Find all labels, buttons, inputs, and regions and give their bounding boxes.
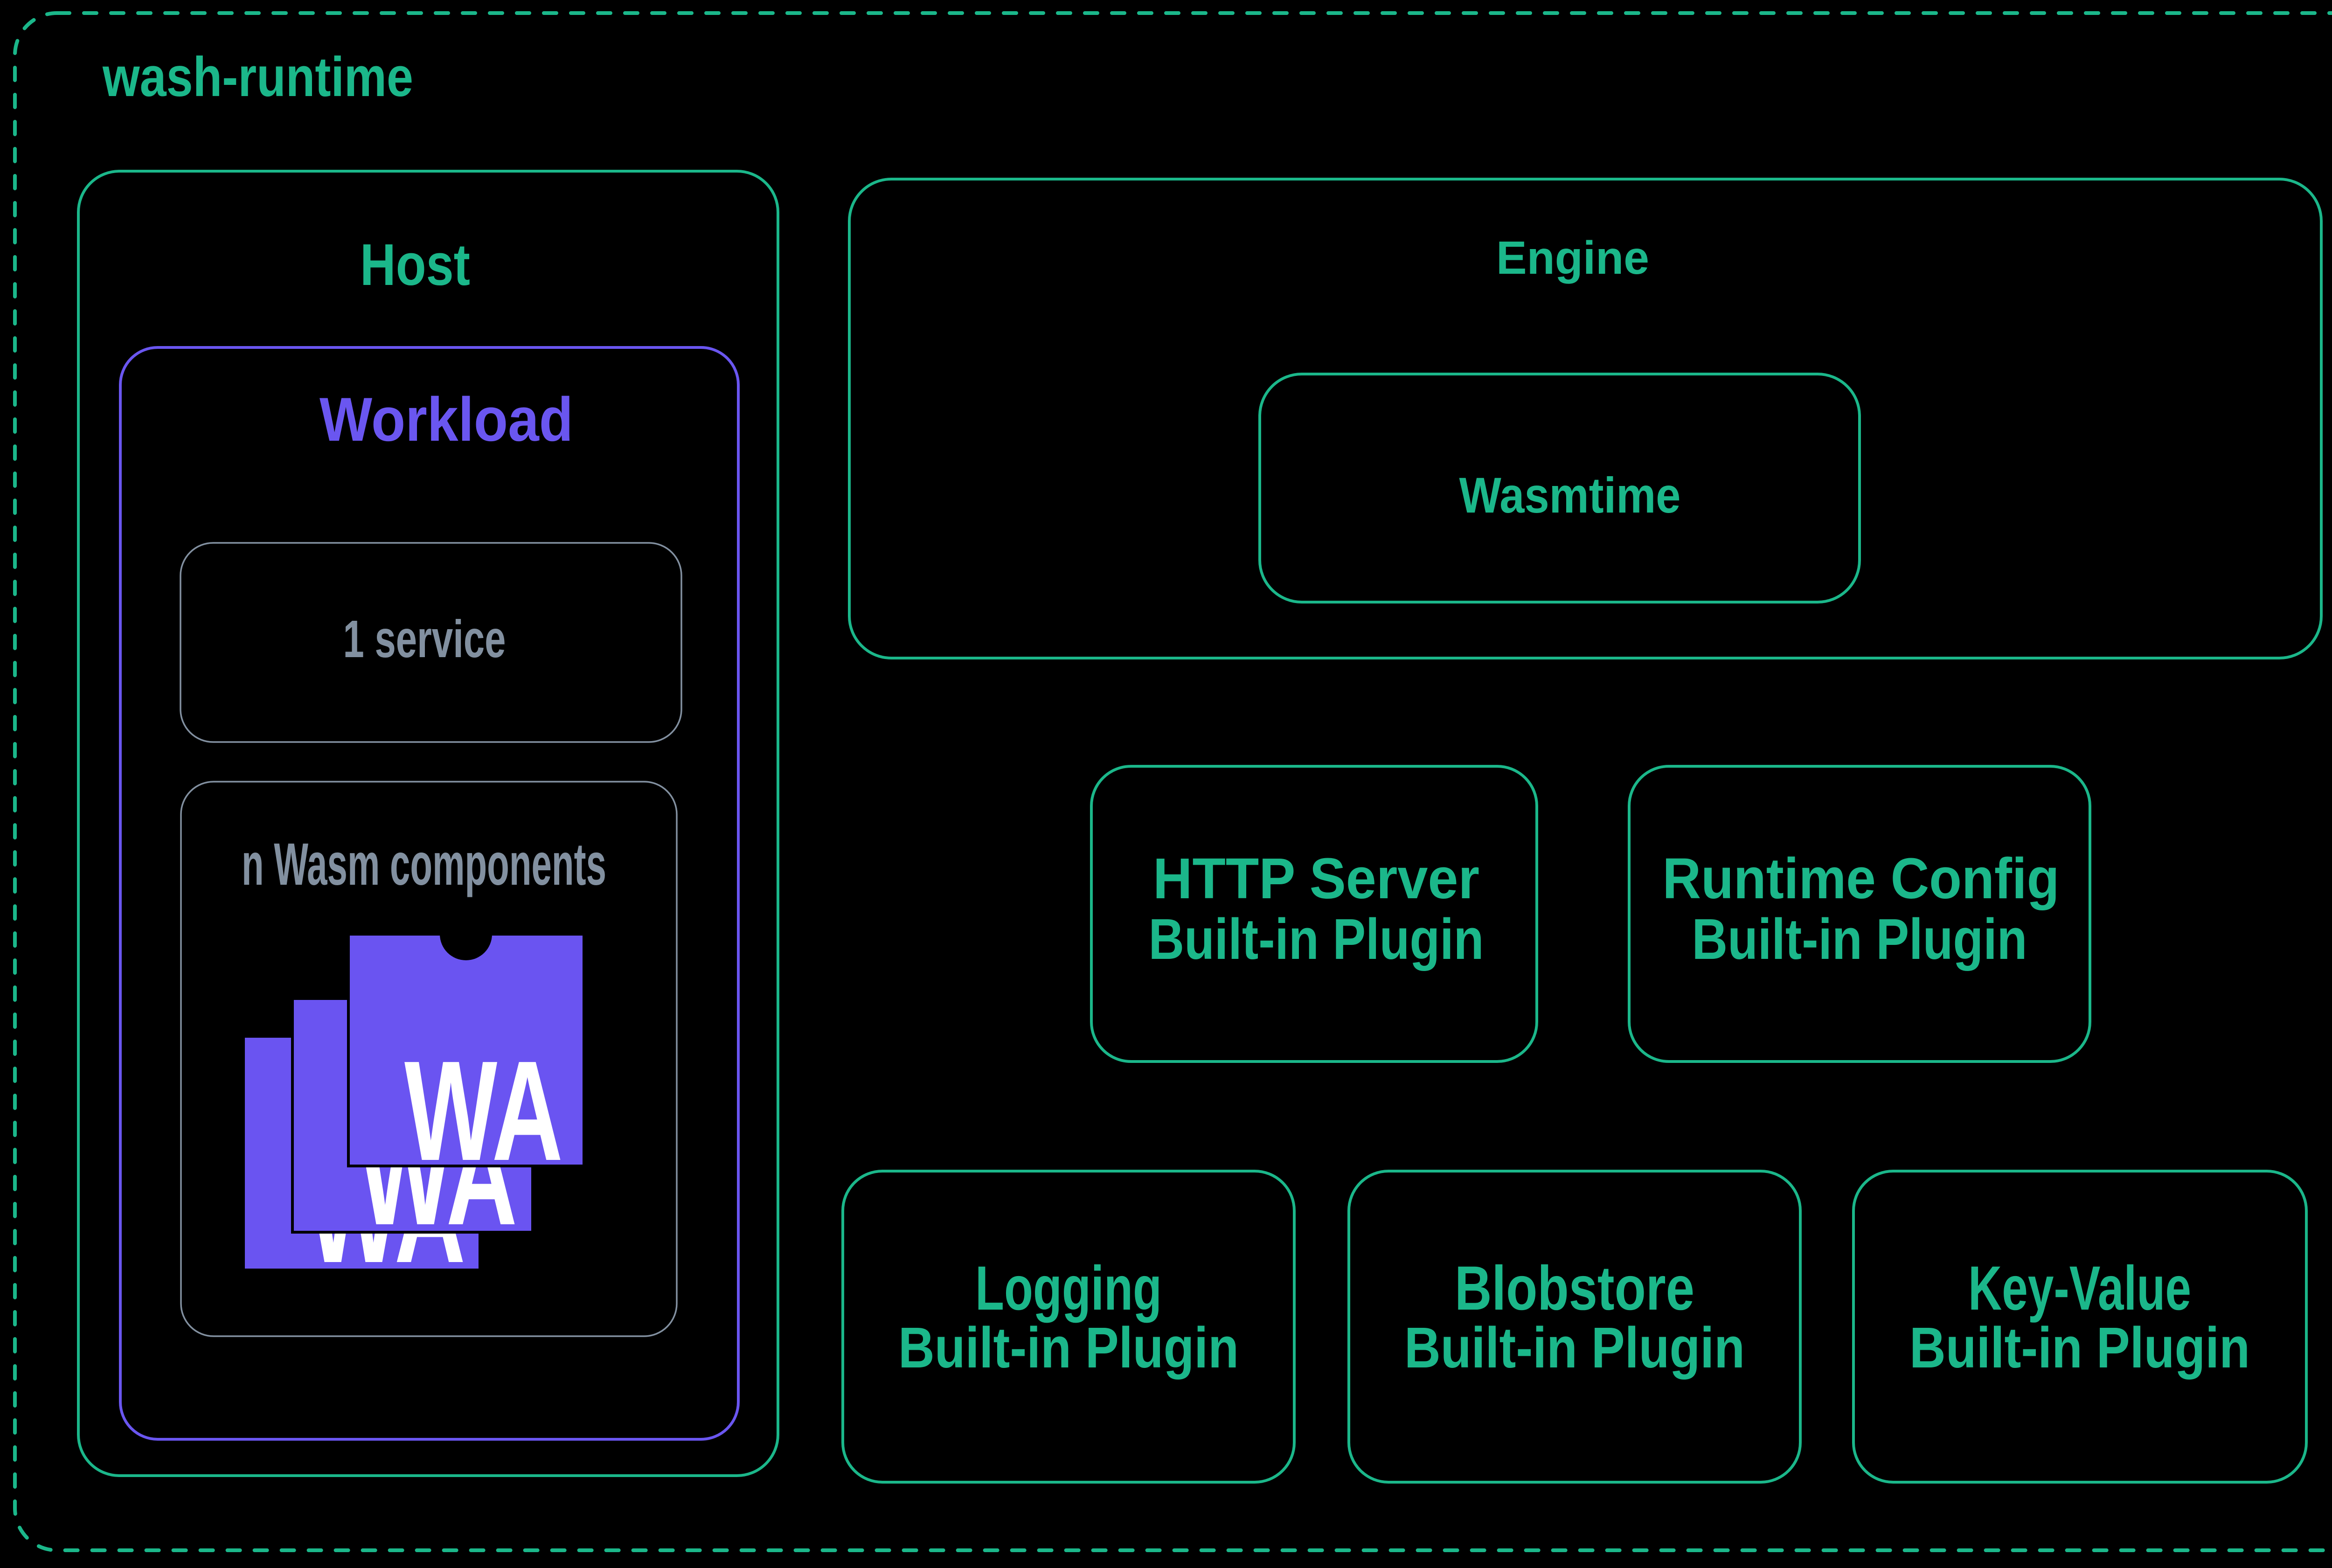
- svg-text:1 service: 1 service: [343, 610, 506, 668]
- svg-text:Built-in Plugin: Built-in Plugin: [1149, 908, 1484, 971]
- svg-text:Logging: Logging: [975, 1254, 1162, 1323]
- svg-text:Built-in Plugin: Built-in Plugin: [1909, 1316, 2250, 1380]
- svg-text:Workload: Workload: [319, 385, 573, 454]
- svg-text:Wasmtime: Wasmtime: [1459, 467, 1681, 523]
- svg-text:Blobstore: Blobstore: [1455, 1254, 1694, 1323]
- svg-text:Host: Host: [360, 232, 470, 298]
- svg-text:n Wasm components: n Wasm components: [242, 831, 606, 898]
- svg-text:wash-runtime: wash-runtime: [102, 46, 413, 108]
- svg-text:HTTP Server: HTTP Server: [1153, 847, 1479, 911]
- svg-text:Built-in Plugin: Built-in Plugin: [1692, 908, 2027, 971]
- svg-text:Engine: Engine: [1496, 232, 1649, 284]
- svg-text:Built-in Plugin: Built-in Plugin: [1404, 1316, 1745, 1380]
- svg-text:Key-Value: Key-Value: [1968, 1254, 2191, 1323]
- svg-text:Built-in Plugin: Built-in Plugin: [898, 1316, 1239, 1380]
- svg-text:WA: WA: [404, 1031, 563, 1190]
- svg-text:Runtime Config: Runtime Config: [1663, 847, 2060, 911]
